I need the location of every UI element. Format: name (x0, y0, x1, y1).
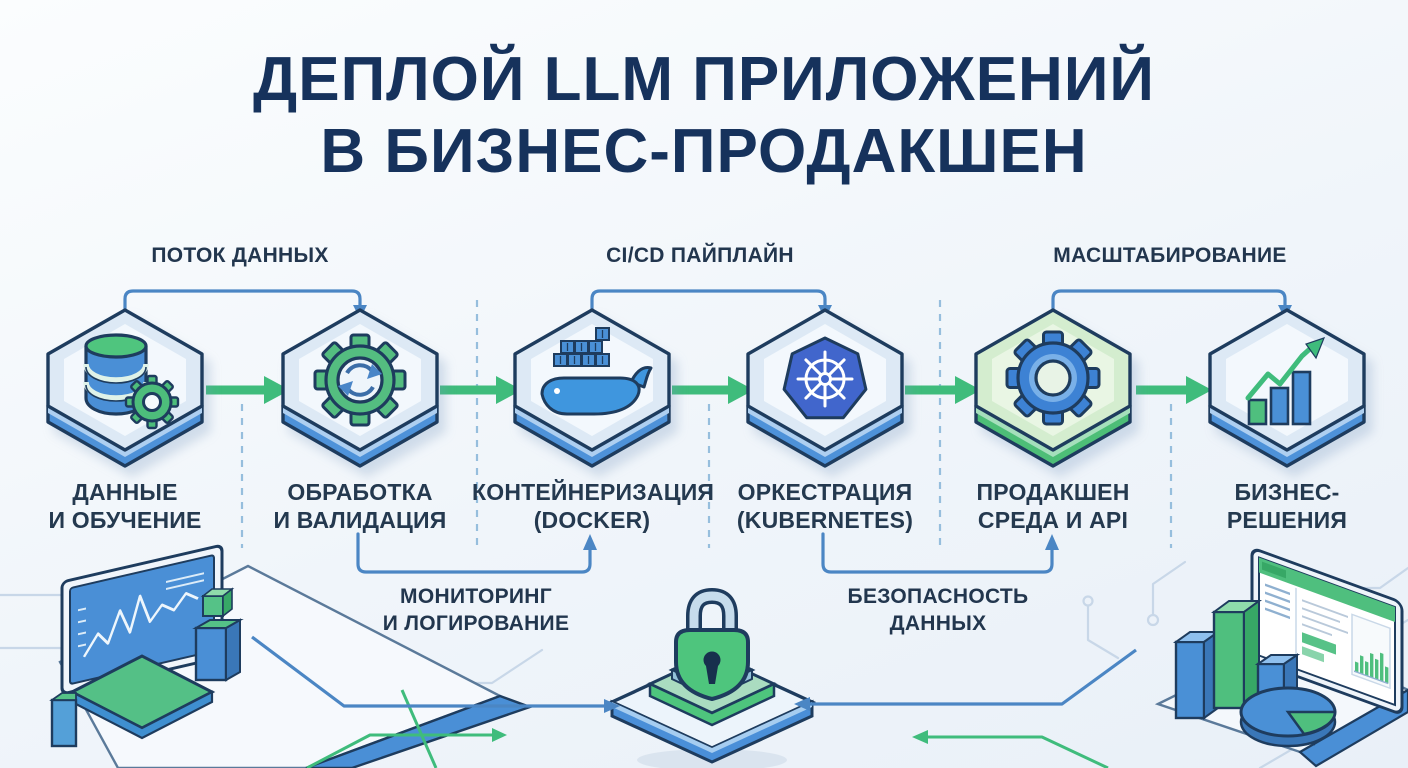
padlock-icon (674, 587, 750, 702)
green-trace (400, 689, 438, 768)
connector-label-cicd-pipeline: CI/CD ПАЙПЛАЙН (606, 244, 794, 267)
page-title: ДЕПЛОЙ LLM ПРИЛОЖЕНИЙ В БИЗНЕС-ПРОДАКШЕН (0, 44, 1408, 188)
stage-processing-validation: ОБРАБОТКА И ВАЛИДАЦИЯ (240, 306, 480, 534)
stage-label: ДАННЫЕ И ОБУЧЕНИЕ (48, 479, 202, 534)
stage-label: БИЗНЕС- РЕШЕНИЯ (1226, 479, 1348, 534)
growth-chart-icon (1245, 337, 1326, 426)
monitor-icon (60, 544, 224, 695)
monitoring-dashboard-illustration (49, 544, 534, 768)
docker-whale-icon (540, 327, 653, 416)
converging-arrows (251, 635, 1137, 768)
platform-green-edge (648, 682, 776, 727)
kubernetes-wheel-icon (782, 336, 868, 420)
database-gear-icon (83, 333, 180, 430)
connector-label-scaling: МАСШТАБИРОВАНИЕ (1053, 244, 1287, 267)
hexagon-tile (513, 308, 671, 468)
stage-separator-dashes (240, 300, 1173, 548)
api-gear-icon (1005, 330, 1101, 426)
server-block-icon (192, 587, 244, 682)
analytics-dashboard-illustration (1154, 548, 1408, 768)
stage-label: ОРКЕСТРАЦИЯ (KUBERNETES) (736, 479, 914, 534)
stage-label: ОБРАБОТКА И ВАЛИДАЦИЯ (273, 479, 447, 534)
hexagon-tile (46, 308, 204, 468)
stage-label: ПРОДАКШЕН СРЕДА И API (976, 479, 1130, 534)
dashboard-header (1259, 557, 1395, 623)
platform-edge (305, 694, 534, 768)
stage-orchestration-kubernetes: ОРКЕСТРАЦИЯ (KUBERNETES) (705, 306, 945, 534)
gear-refresh-icon (313, 333, 407, 427)
hexagon-tile (281, 308, 439, 468)
hexagon-tile (1208, 308, 1366, 468)
mini-histogram (1355, 652, 1389, 684)
connector-label-monitoring-logging: МОНИТОРИНГ И ЛОГИРОВАНИЕ (382, 585, 570, 635)
stage-label: КОНТЕЙНЕРИЗАЦИЯ (DOCKER) (472, 479, 715, 534)
stage-containerization-docker: КОНТЕЙНЕРИЗАЦИЯ (DOCKER) (472, 306, 715, 534)
connector-label-data-flow: ПОТОК ДАННЫХ (151, 244, 329, 267)
hexagon-tile (746, 308, 904, 468)
keyhole (703, 651, 721, 669)
title-line-2: В БИЗНЕС-ПРОДАКШЕН (320, 116, 1088, 186)
hexagon-tile (974, 308, 1132, 468)
pie-chart-icon (1239, 686, 1337, 748)
security-lock-platform-illustration (251, 587, 1137, 768)
stage-data-training: ДАННЫЕ И ОБУЧЕНИЕ (5, 306, 245, 534)
small-block-icon (49, 692, 78, 748)
title-line-1: ДЕПЛОЙ LLM ПРИЛОЖЕНИЙ (253, 45, 1155, 114)
stage-business-solutions: БИЗНЕС- РЕШЕНИЯ (1167, 306, 1407, 534)
platform-edge (1298, 688, 1408, 768)
connector-label-data-security: БЕЗОПАСНОСТЬ ДАННЫХ (847, 585, 1029, 635)
stage-flow-arrows (206, 376, 1212, 404)
stage-production-api: ПРОДАКШЕН СРЕДА И API (933, 306, 1173, 534)
bottom-bracket-arrows (356, 532, 1059, 574)
